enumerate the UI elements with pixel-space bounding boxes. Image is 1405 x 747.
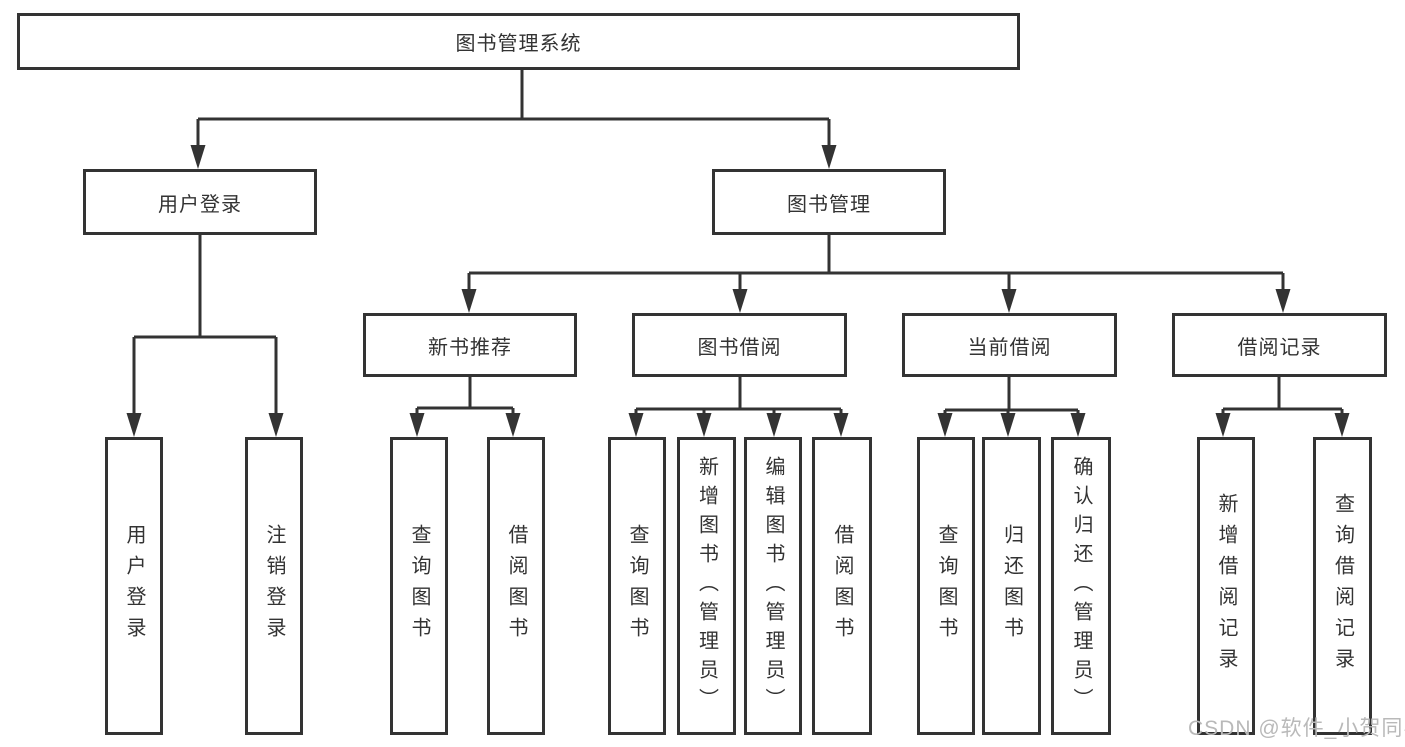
leaf-add-book-admin: 新增图书（管理员） (677, 437, 736, 735)
leaf-user-login: 用户登录 (105, 437, 163, 735)
leaf-confirm-return-admin-label: 确认归还（管理员） (1070, 455, 1092, 717)
leaf-query-books-2-label: 查询图书 (626, 524, 648, 648)
node-borrow-records: 借阅记录 (1172, 313, 1387, 377)
leaf-query-borrow-record-label: 查询借阅记录 (1331, 493, 1354, 679)
leaf-borrow-books-2-label: 借阅图书 (831, 524, 853, 648)
node-book-borrow: 图书借阅 (632, 313, 847, 377)
node-user-login: 用户登录 (83, 169, 317, 235)
node-system-root-label: 图书管理系统 (455, 33, 582, 55)
node-current-borrow: 当前借阅 (902, 313, 1117, 377)
leaf-user-login-label: 用户登录 (123, 524, 145, 648)
leaf-logout: 注销登录 (245, 437, 303, 735)
leaf-query-books-3: 查询图书 (917, 437, 975, 735)
node-book-management-label: 图书管理 (787, 193, 871, 216)
leaf-edit-book-admin-label: 编辑图书（管理员） (762, 455, 784, 717)
csdn-watermark: CSDN @软件_小贺同学 (1188, 717, 1405, 740)
leaf-add-borrow-record-label: 新增借阅记录 (1215, 493, 1237, 679)
leaf-add-book-admin-label: 新增图书（管理员） (695, 455, 718, 717)
leaf-query-books-1: 查询图书 (390, 437, 448, 735)
node-borrow-records-label: 借阅记录 (1237, 336, 1322, 359)
node-system-root: 图书管理系统 (17, 13, 1020, 70)
leaf-return-book: 归还图书 (982, 437, 1041, 735)
node-new-book-recommend: 新书推荐 (363, 313, 577, 377)
leaf-confirm-return-admin: 确认归还（管理员） (1051, 437, 1111, 735)
leaf-return-book-label: 归还图书 (1000, 524, 1023, 648)
leaf-edit-book-admin: 编辑图书（管理员） (744, 437, 802, 735)
leaf-query-books-1-label: 查询图书 (408, 524, 430, 648)
node-current-borrow-label: 当前借阅 (967, 336, 1052, 359)
leaf-logout-label: 注销登录 (263, 524, 285, 648)
leaf-borrow-books-2: 借阅图书 (812, 437, 872, 735)
leaf-query-borrow-record: 查询借阅记录 (1313, 437, 1372, 735)
node-new-book-recommend-label: 新书推荐 (428, 336, 512, 359)
leaf-query-books-2: 查询图书 (608, 437, 666, 735)
leaf-add-borrow-record: 新增借阅记录 (1197, 437, 1255, 735)
node-book-borrow-label: 图书借阅 (697, 336, 782, 359)
node-book-management: 图书管理 (712, 169, 946, 235)
leaf-borrow-books-1-label: 借阅图书 (505, 524, 527, 648)
node-user-login-label: 用户登录 (158, 193, 242, 216)
leaf-borrow-books-1: 借阅图书 (487, 437, 545, 735)
leaf-query-books-3-label: 查询图书 (935, 524, 957, 648)
